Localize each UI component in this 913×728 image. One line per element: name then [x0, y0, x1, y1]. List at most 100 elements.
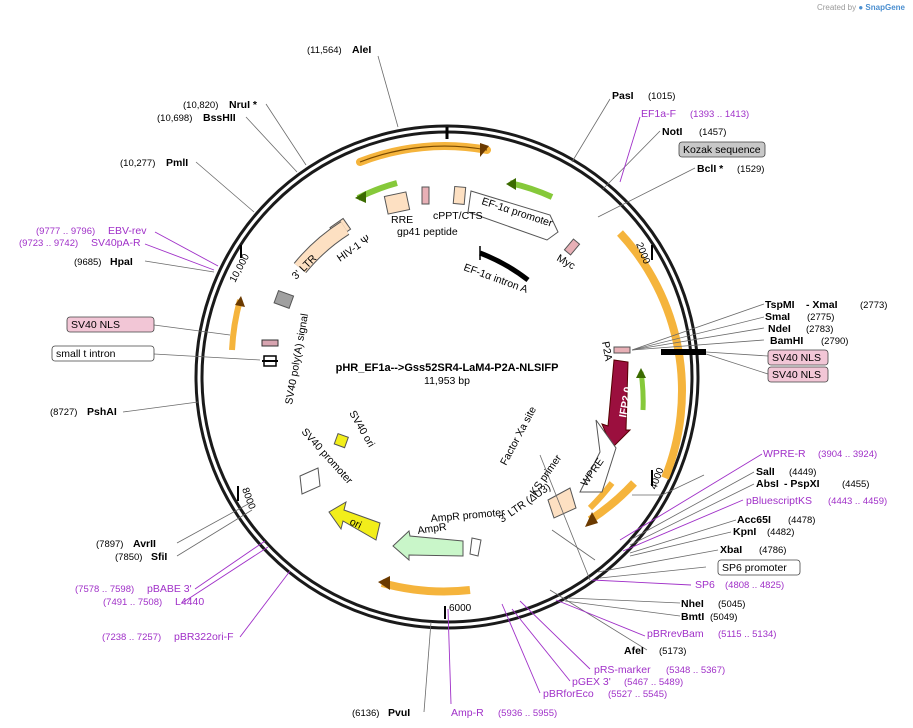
site-bsshII: (10,698) BssHII: [157, 112, 236, 124]
primer-pbrforeco: pBRforEco (5527 .. 5545): [543, 688, 667, 700]
svg-text:PmlI: PmlI: [166, 157, 188, 169]
primer-wpre-r: WPRE-R (3904 .. 3924): [763, 448, 877, 460]
svg-text:(1393 .. 1413): (1393 .. 1413): [690, 109, 749, 120]
svg-text:SalI: SalI: [756, 466, 775, 478]
site-smaI: SmaI (2775): [765, 311, 834, 323]
svg-text:BssHII: BssHII: [203, 112, 236, 124]
plasmid-length: 11,953 bp: [424, 375, 470, 387]
feature-sv40-polya: SV40 poly(A) signal: [283, 313, 311, 406]
primer-ebv-rev: (9777 .. 9796) EBV-rev: [36, 225, 147, 237]
svg-text:BmtI: BmtI: [681, 611, 704, 623]
svg-text:SV40 NLS: SV40 NLS: [772, 369, 821, 381]
svg-text:(4443 .. 4459): (4443 .. 4459): [828, 496, 887, 507]
svg-text:(5173): (5173): [659, 646, 686, 657]
svg-text:(2783): (2783): [806, 324, 833, 335]
svg-text:BamHI: BamHI: [770, 335, 803, 347]
svg-text:WPRE-R: WPRE-R: [763, 448, 806, 460]
svg-text:AleI: AleI: [352, 44, 371, 56]
svg-text:(5045): (5045): [718, 599, 745, 610]
svg-text:(5348 .. 5367): (5348 .. 5367): [666, 665, 725, 676]
svg-text:(9723 .. 9742): (9723 .. 9742): [19, 238, 78, 249]
svg-text:(5115 .. 5134): (5115 .. 5134): [718, 629, 776, 640]
svg-text:(1457): (1457): [699, 127, 726, 138]
backbone-outer: [194, 124, 700, 630]
box-kozak-sequence: Kozak sequence: [678, 141, 766, 158]
site-pshAI: (8727) PshAI: [50, 406, 117, 418]
svg-text:(7491 .. 7508): (7491 .. 7508): [103, 597, 162, 608]
svg-text:L4440: L4440: [175, 596, 204, 608]
site-avrII: (7897) AvrII: [96, 538, 156, 550]
svg-text:SV40 NLS: SV40 NLS: [772, 352, 821, 364]
svg-text:pGEX 3': pGEX 3': [572, 676, 611, 688]
svg-text:(4808 .. 4825): (4808 .. 4825): [725, 580, 784, 591]
svg-text:NheI: NheI: [681, 598, 704, 610]
svg-text:(2773): (2773): [860, 300, 887, 311]
svg-text:HpaI: HpaI: [110, 256, 133, 268]
svg-text:(4455): (4455): [842, 479, 869, 490]
svg-text:(8727): (8727): [50, 407, 77, 418]
svg-text:AbsI: AbsI: [756, 478, 779, 490]
svg-text:SV40pA-R: SV40pA-R: [91, 237, 141, 249]
svg-text:(10,277): (10,277): [120, 158, 155, 169]
tick-marks: [237, 127, 706, 619]
svg-text:(9777 .. 9796): (9777 .. 9796): [36, 226, 95, 237]
primer-pgex3: pGEX 3' (5467 .. 5489): [572, 676, 683, 688]
svg-text:Amp-R: Amp-R: [451, 707, 484, 719]
svg-text:EF1a-F: EF1a-F: [641, 108, 676, 120]
svg-text:SmaI: SmaI: [765, 311, 790, 323]
primer-sp6: SP6 (4808 .. 4825): [695, 579, 784, 591]
feature-cppt: cPPT/CTS: [433, 210, 483, 222]
svg-text:(5936 .. 5955): (5936 .. 5955): [498, 708, 557, 719]
primer-pbr322ori-f: (7238 .. 7257) pBR322ori-F: [102, 631, 234, 643]
svg-text:(9685): (9685): [74, 257, 101, 268]
svg-text:(4482): (4482): [767, 527, 794, 538]
svg-text:SV40 NLS: SV40 NLS: [71, 319, 120, 331]
svg-text:PshAI: PshAI: [87, 406, 117, 418]
tick-6000: 6000: [449, 603, 472, 614]
svg-text:pBluescriptKS: pBluescriptKS: [746, 495, 812, 507]
primer-pbrrevbam: pBRrevBam (5115 .. 5134): [647, 628, 776, 640]
inner-features: [261, 185, 632, 562]
svg-text:BclI *: BclI *: [697, 163, 724, 175]
svg-text:(10,698): (10,698): [157, 113, 192, 124]
primer-amp-r: Amp-R (5936 .. 5955): [451, 707, 557, 719]
svg-text:Kozak sequence: Kozak sequence: [683, 144, 761, 156]
svg-text:(3904 .. 3924): (3904 .. 3924): [818, 449, 877, 460]
svg-text:SfiI: SfiI: [151, 551, 167, 563]
svg-text:small t intron: small t intron: [56, 348, 116, 360]
svg-text:(4449): (4449): [789, 467, 816, 478]
site-bmtI: BmtI (5049): [681, 611, 737, 623]
site-kpnI: KpnI (4482): [733, 526, 794, 538]
site-bamHI: BamHI (2790): [770, 335, 848, 347]
site-nheI: NheI (5045): [681, 598, 745, 610]
svg-text:(7578 .. 7598): (7578 .. 7598): [75, 584, 134, 595]
box-sp6-promoter: SP6 promoter: [717, 559, 801, 576]
svg-text:AfeI: AfeI: [624, 645, 644, 657]
site-salI: SalI (4449): [756, 466, 816, 478]
svg-text:(5467 .. 5489): (5467 .. 5489): [624, 677, 683, 688]
site-hpaI: (9685) HpaI: [74, 256, 133, 268]
tick-10000: 10,000: [228, 252, 252, 285]
primer-lines: [144, 116, 763, 705]
primer-l4440: (7491 .. 7508) L4440: [103, 596, 204, 608]
svg-text:SP6 promoter: SP6 promoter: [722, 562, 787, 574]
svg-text:- XmaI: - XmaI: [806, 299, 838, 311]
site-pasI: PasI (1015): [612, 90, 675, 102]
leader-lines: [122, 55, 769, 713]
svg-text:NdeI: NdeI: [768, 323, 791, 335]
svg-text:(5049): (5049): [710, 612, 737, 623]
svg-text:XbaI: XbaI: [720, 544, 742, 556]
svg-text:pBABE 3': pBABE 3': [147, 583, 192, 595]
feature-myc: Myc: [555, 252, 578, 272]
feature-sv40-ori: SV40 ori: [346, 409, 377, 450]
box-sv40-nls-right-1: SV40 NLS: [767, 349, 829, 366]
primer-prs-marker: pRS-marker (5348 .. 5367): [594, 664, 725, 676]
svg-text:(5527 .. 5545): (5527 .. 5545): [608, 689, 667, 700]
feature-ampr: AmpR: [417, 521, 448, 537]
svg-text:AvrII: AvrII: [133, 538, 156, 550]
svg-text:pBRforEco: pBRforEco: [543, 688, 594, 700]
svg-text:NotI: NotI: [662, 126, 682, 138]
site-pvuI: (6136) PvuI: [352, 707, 410, 719]
site-sfiI: (7850) SfiI: [115, 551, 167, 563]
